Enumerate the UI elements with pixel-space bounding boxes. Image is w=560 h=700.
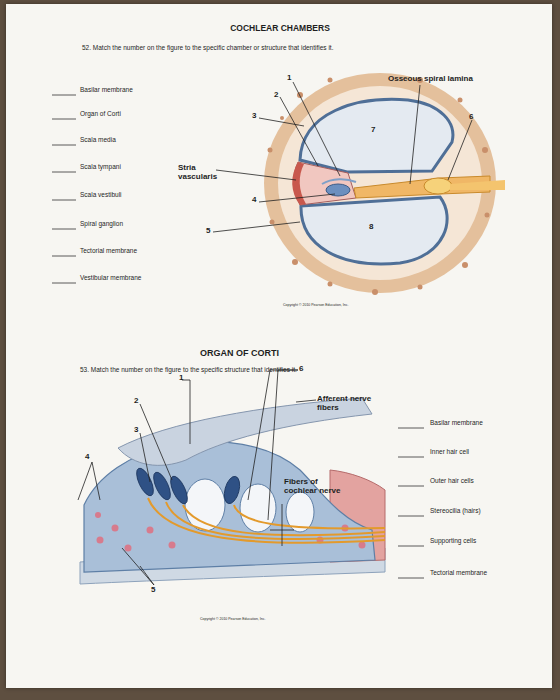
question-prompt: 52. Match the number on the figure to th…: [82, 44, 333, 51]
structure-label: Fibers of cochlear nerve: [284, 477, 346, 495]
callout-number: 6: [469, 112, 473, 121]
answer-option: Outer hair cells: [430, 477, 474, 484]
leader-lines: [78, 370, 316, 585]
worksheet-paper: [6, 4, 552, 688]
worksheet-heading: COCHLEAR CHAMBERS: [180, 24, 380, 34]
callout-number: 3: [134, 425, 138, 434]
callout-number: 5: [206, 226, 210, 235]
answer-option: Spiral ganglion: [80, 220, 123, 227]
callout-number: 7: [371, 125, 375, 134]
callout-number: 6: [299, 364, 303, 373]
copyright-note: Copyright © 2010 Pearson Education, Inc.: [200, 617, 265, 621]
callout-number: 2: [134, 396, 138, 405]
organ-of-corti: [80, 398, 385, 584]
callout-number: 2: [274, 90, 278, 99]
structure-label: Stria vascularis: [178, 163, 226, 181]
structure-label: Afferent nerve fibers: [317, 394, 389, 412]
copyright-note: Copyright © 2010 Pearson Education, Inc.: [283, 303, 348, 307]
answer-option: Scala media: [80, 136, 116, 143]
leader-lines: [213, 82, 472, 232]
answer-option: Scala tympani: [80, 163, 121, 170]
callout-number: 8: [369, 222, 373, 231]
answer-option: Stereocilia (hairs): [430, 507, 481, 514]
answer-option: Inner hair cell: [430, 448, 469, 455]
question-prompt: 53. Match the number on the figure to th…: [80, 366, 297, 373]
callout-number: 5: [151, 585, 155, 594]
structure-label: Osseous spiral lamina: [388, 74, 473, 83]
callout-number: 1: [287, 73, 291, 82]
answer-option: Basilar membrane: [430, 419, 483, 426]
answer-option: Organ of Corti: [80, 110, 121, 117]
answer-option: Basilar membrane: [80, 86, 133, 93]
answer-option: Vestibular membrane: [80, 274, 141, 281]
section-heading: ORGAN OF CORTI: [200, 348, 279, 358]
callout-number: 3: [252, 111, 256, 120]
callout-number: 1: [179, 373, 183, 382]
cochlea-section: [264, 73, 505, 295]
answer-option: Scala vestibuli: [80, 191, 122, 198]
callout-number: 4: [252, 195, 256, 204]
answer-option: Tectorial membrane: [430, 569, 487, 576]
answer-option: Tectorial membrane: [80, 247, 137, 254]
callout-number: 4: [85, 452, 89, 461]
answer-option: Supporting cells: [430, 537, 476, 544]
